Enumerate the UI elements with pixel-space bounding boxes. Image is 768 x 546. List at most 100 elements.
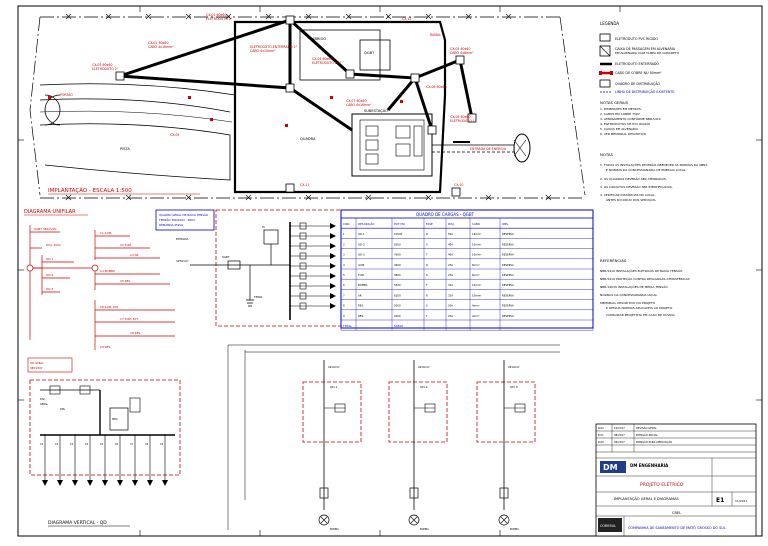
svg-text:ANTES DO INÍCIO DOS SERVIÇOS.: ANTES DO INÍCIO DOS SERVIÇOS. — [606, 197, 656, 202]
svg-text:C6: C6 — [115, 443, 119, 446]
reference-1: NBR-5410 INSTALAÇÕES ELÉTRICAS DE BAIXA … — [600, 268, 683, 273]
table-cell: 32A — [448, 283, 453, 287]
fence-marks — [65, 13, 552, 201]
svg-text:ELETRODUTO 1": ELETRODUTO 1" — [450, 119, 477, 123]
panel-3-label: QD-3 — [510, 385, 518, 389]
svg-text:DM: DM — [603, 463, 618, 472]
table-cell: BOMBA — [358, 283, 368, 287]
svg-text:CONSULTAR PROJETISTA EM CASO D: CONSULTAR PROJETISTA EM CASO DE DÚVIDA. — [606, 312, 676, 317]
vertical-diagram-title: DIAGRAMA VERTICAL - QD — [48, 520, 107, 526]
site-plan-title: IMPLANTAÇÃO - ESCALA 1:500 — [48, 187, 132, 194]
table-cell: 6 — [343, 283, 345, 287]
svg-text:QGBT: QGBT — [222, 255, 230, 259]
svg-text:C4 BOMBA: C4 BOMBA — [100, 269, 115, 273]
table-cell: 10mm² — [472, 253, 481, 257]
panel-diagrams: QD-1 4#10mm² BOMBA QD-2 4#10mm² BOMBA QD… — [227, 344, 560, 531]
table-cell: T — [426, 253, 428, 257]
table-cell: RESERVA — [502, 304, 514, 308]
svg-text:C2 TOM.: C2 TOM. — [120, 243, 132, 247]
legend-item-5: QUADRO DE DISTRIBUIÇÃO — [615, 81, 660, 86]
table-cell: QD-2 — [358, 242, 365, 246]
legend-title: LEGENDA — [600, 21, 619, 26]
svg-text:C9 RES.: C9 RES. — [100, 345, 111, 349]
table-cell: 4mm² — [472, 314, 480, 318]
svg-text:CX-03 60x60: CX-03 60x60 — [92, 63, 112, 67]
table-cell: 4500 — [394, 263, 401, 267]
table-cell: RESERVA — [502, 314, 514, 318]
table-total-value: 50300 — [394, 324, 403, 328]
revision-cell: R.00 — [598, 440, 604, 444]
svg-text:TENSÃO 380/220V - 60Hz: TENSÃO 380/220V - 60Hz — [158, 217, 195, 222]
table-header-cell: DESCRIÇÃO — [358, 221, 375, 226]
table-cell: 10mm² — [472, 283, 481, 287]
svg-text:CX-10: CX-10 — [454, 183, 463, 187]
svg-text:380/220V: 380/220V — [30, 366, 43, 370]
site-label-pista: PISTA — [120, 147, 130, 151]
svg-text:PORTÃO: PORTÃO — [60, 92, 73, 97]
reference-5: MEMORIAL DESCRITIVO DO PROJETO — [600, 301, 656, 305]
table-cell: 2 — [343, 242, 345, 246]
svg-text:CABO 4x16mm²: CABO 4x16mm² — [346, 103, 372, 107]
table-cell: RES. — [358, 314, 364, 318]
svg-text:QD-1: QD-1 — [46, 257, 53, 261]
svg-text:DPS: DPS — [60, 408, 65, 411]
table-cell: TOM. — [358, 273, 365, 277]
svg-text:BOMBA: BOMBA — [420, 528, 429, 531]
table-cell: S — [426, 242, 428, 246]
legend-item-2: CAIXA DE PASSAGEM EM ALVENARIA — [615, 47, 676, 51]
svg-text:C5: C5 — [100, 443, 104, 446]
svg-text:QGBT 380/220V: QGBT 380/220V — [34, 227, 57, 231]
table-cell: 10mm² — [472, 242, 481, 246]
svg-text:C4: C4 — [85, 443, 89, 446]
table-cell: S — [426, 304, 428, 308]
svg-text:C1: C1 — [40, 443, 44, 446]
notes-title: NOTAS — [600, 152, 613, 157]
svg-text:CX-06 60x60: CX-06 60x60 — [450, 115, 470, 119]
svg-text:CX-11: CX-11 — [300, 183, 309, 187]
svg-text:DISJ.: DISJ. — [40, 398, 46, 401]
note-2: 2. OS QUADROS DEVERÃO SER ATERRADOS. — [600, 176, 667, 181]
svg-text:MED.: MED. — [112, 418, 118, 421]
svg-text:DEMANDA 45kVA: DEMANDA 45kVA — [159, 223, 183, 227]
client-short: CORESUL — [600, 524, 616, 528]
panel-2-label: QD-2 — [420, 385, 428, 389]
unifilar-note-box — [155, 209, 215, 231]
table-cell: RES. — [358, 304, 364, 308]
svg-text:CX-12: CX-12 — [402, 17, 411, 21]
svg-text:C2: C2 — [55, 443, 59, 446]
svg-text:E NORMAS DA CONCESSIONÁRIA DE: E NORMAS DA CONCESSIONÁRIA DE ENERGIA LO… — [606, 167, 687, 172]
table-cell: 4 — [343, 263, 345, 267]
table-cell: 20A — [448, 314, 453, 318]
revision-cell: R.02 — [598, 426, 604, 430]
svg-text:BOMBA: BOMBA — [330, 528, 339, 531]
client-logo — [598, 518, 622, 532]
project-desc: IMPLANTAÇÃO GERAL E DIAGRAMAS — [614, 496, 680, 501]
legend: LEGENDA ELETRODUTO PVC RÍGIDO CAIXA DE P… — [599, 21, 708, 317]
table-cell: 5500 — [394, 283, 401, 287]
revision-cell: 08/2017 — [614, 433, 625, 437]
svg-text:4#10mm²: 4#10mm² — [328, 366, 340, 369]
svg-text:CX-01 60x60: CX-01 60x60 — [206, 13, 226, 17]
city-name: CREL — [672, 511, 681, 515]
table-cell: RESERVA — [502, 232, 514, 236]
unifilar-note: QUADRO GERAL DE BAIXA TENSÃO — [159, 212, 209, 217]
svg-text:4#10mm²: 4#10mm² — [418, 366, 430, 369]
reference-3: NBR-14039 INSTALAÇÕES DE MÉDIA TENSÃO — [600, 284, 668, 289]
table-cell: 8 — [343, 304, 345, 308]
table-cell: 6mm² — [472, 273, 480, 277]
table-cell: 40A — [448, 253, 453, 257]
revision-cell: R.01 — [598, 433, 604, 437]
svg-text:C5 RES.: C5 RES. — [120, 279, 131, 283]
table-cell: ILUM. — [358, 263, 365, 267]
svg-text:C8: C8 — [145, 443, 149, 446]
sheet-date: 11/2017 — [735, 499, 748, 503]
table-header-cell: POT.(W) — [394, 222, 405, 226]
table-cell: 3800 — [394, 273, 401, 277]
legend-item-3: ELETRODUTO ENTERRADO — [615, 62, 659, 66]
